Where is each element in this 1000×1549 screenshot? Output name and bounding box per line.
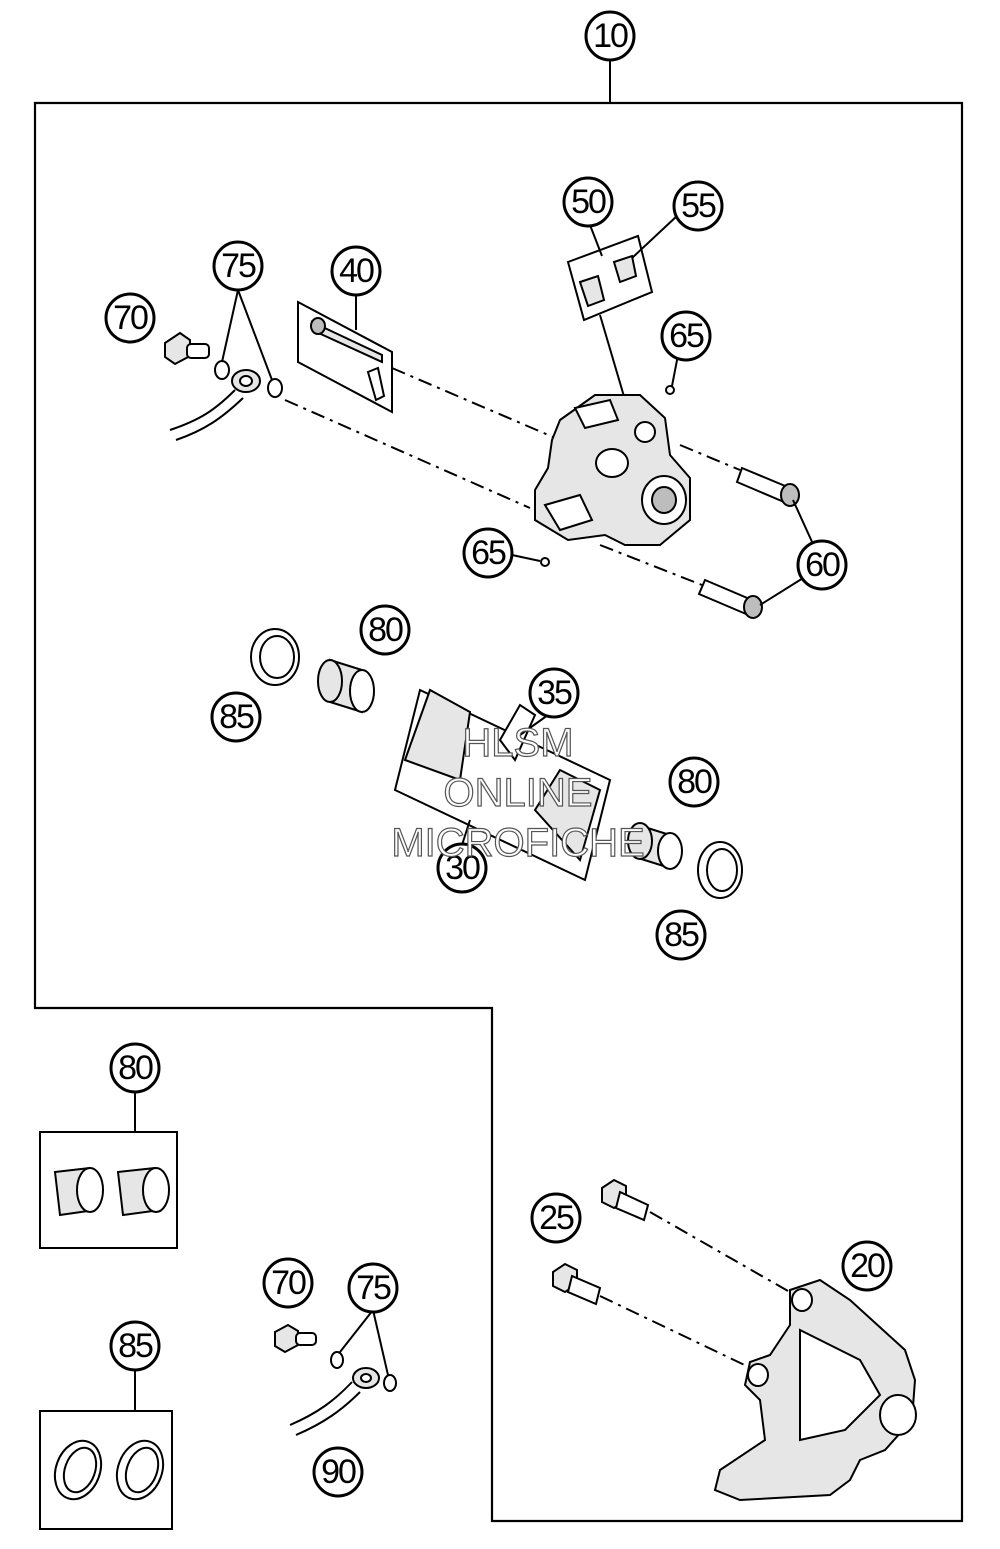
seal-ring-part bbox=[53, 1439, 103, 1501]
callout-60: 60 bbox=[796, 539, 848, 591]
caliper-body-part bbox=[534, 394, 691, 546]
watermark-line-3: MICROFICHE bbox=[391, 821, 644, 865]
svg-text:55: 55 bbox=[681, 187, 716, 225]
leader-50 bbox=[589, 224, 603, 257]
callout-70: 70 bbox=[262, 1257, 314, 1309]
svg-text:75: 75 bbox=[356, 1269, 391, 1307]
callout-80: 80 bbox=[668, 756, 720, 808]
svg-text:85: 85 bbox=[219, 698, 254, 736]
caliper-bracket-part bbox=[713, 1278, 917, 1502]
leader-75-d bbox=[372, 1309, 389, 1376]
leader-75-a bbox=[221, 289, 239, 363]
callout-70: 70 bbox=[104, 292, 156, 344]
leader-65-b bbox=[511, 554, 541, 562]
assembly-line bbox=[679, 444, 741, 471]
callout-40: 40 bbox=[330, 245, 382, 297]
svg-text:75: 75 bbox=[221, 247, 256, 285]
watermark-line-1: HLSM bbox=[462, 721, 573, 765]
seal-ring-part bbox=[697, 841, 743, 899]
assembly-line bbox=[649, 1211, 796, 1296]
callout-85: 85 bbox=[655, 909, 707, 961]
svg-text:30: 30 bbox=[445, 849, 480, 887]
bleeder-kit-part bbox=[566, 234, 654, 322]
callout-90: 90 bbox=[312, 1446, 364, 1498]
assembly-line bbox=[599, 1295, 756, 1371]
dust-cap-part bbox=[665, 385, 675, 395]
callout-75: 75 bbox=[212, 240, 264, 292]
svg-text:25: 25 bbox=[539, 1199, 574, 1237]
piston-part bbox=[53, 1166, 104, 1217]
svg-text:40: 40 bbox=[339, 252, 374, 290]
callout-55: 55 bbox=[672, 180, 724, 232]
callout-80: 80 bbox=[359, 604, 411, 656]
assembly-line bbox=[391, 367, 561, 441]
callout-75: 75 bbox=[347, 1262, 399, 1314]
piston-part bbox=[317, 658, 375, 714]
leader-60-b bbox=[759, 574, 809, 606]
watermark: HLSM ONLINE MICROFICHE bbox=[391, 720, 646, 865]
brake-pad-set-part bbox=[393, 688, 612, 882]
assembly-line bbox=[284, 399, 531, 509]
guide-pin-part bbox=[735, 466, 800, 507]
leader-75-b bbox=[237, 289, 273, 381]
brake-hose-part bbox=[169, 369, 261, 441]
banjo-bolt-part bbox=[274, 1323, 317, 1354]
mounting-bolt-part bbox=[552, 1262, 602, 1306]
piston-part bbox=[116, 1166, 170, 1217]
svg-text:90: 90 bbox=[321, 1453, 356, 1491]
guide-pin-part bbox=[697, 578, 763, 619]
svg-text:70: 70 bbox=[271, 1264, 306, 1302]
svg-text:65: 65 bbox=[669, 317, 704, 355]
svg-text:60: 60 bbox=[805, 546, 840, 584]
callout-10: 10 bbox=[584, 10, 636, 62]
svg-text:85: 85 bbox=[664, 916, 699, 954]
sealing-washer-part bbox=[383, 1374, 397, 1392]
callout-65: 65 bbox=[660, 310, 712, 362]
leader-65-a bbox=[671, 354, 679, 387]
callout-25: 25 bbox=[530, 1192, 582, 1244]
banjo-bolt-part bbox=[164, 331, 210, 366]
callout-85: 85 bbox=[109, 1320, 161, 1372]
callout-85: 85 bbox=[210, 691, 262, 743]
leader-30 bbox=[461, 819, 471, 846]
callout-30: 30 bbox=[436, 842, 488, 894]
callout-35: 35 bbox=[528, 667, 580, 719]
leader-55 bbox=[631, 214, 679, 259]
piston-part bbox=[627, 822, 683, 870]
sealing-washer-part bbox=[330, 1351, 344, 1369]
svg-text:35: 35 bbox=[537, 674, 572, 712]
mounting-bolt-part bbox=[601, 1178, 650, 1222]
callout-50: 50 bbox=[562, 176, 614, 228]
svg-text:20: 20 bbox=[850, 1247, 885, 1285]
callout-65: 65 bbox=[462, 527, 514, 579]
svg-text:50: 50 bbox=[571, 183, 606, 221]
assembly-line bbox=[599, 544, 703, 586]
svg-text:65: 65 bbox=[471, 534, 506, 572]
svg-text:80: 80 bbox=[118, 1049, 153, 1087]
dust-cap-part bbox=[540, 557, 550, 567]
assembly-outline bbox=[33, 101, 964, 1523]
watermark-line-2: ONLINE bbox=[444, 771, 593, 815]
leader-35 bbox=[519, 714, 549, 736]
sealing-washer-part bbox=[267, 378, 283, 398]
brake-hose-part bbox=[289, 1367, 380, 1436]
seal-ring-part bbox=[115, 1439, 165, 1501]
svg-text:70: 70 bbox=[113, 299, 148, 337]
callout-20: 20 bbox=[841, 1240, 893, 1292]
svg-text:10: 10 bbox=[593, 17, 628, 55]
leader-75-c bbox=[339, 1309, 374, 1353]
seal-ring-part bbox=[250, 628, 300, 686]
svg-text:85: 85 bbox=[118, 1327, 153, 1365]
pin-kit-part bbox=[297, 300, 393, 414]
callout-80: 80 bbox=[109, 1042, 161, 1094]
svg-text:80: 80 bbox=[368, 611, 403, 649]
svg-text:80: 80 bbox=[677, 763, 712, 801]
sealing-washer-part bbox=[214, 360, 230, 380]
